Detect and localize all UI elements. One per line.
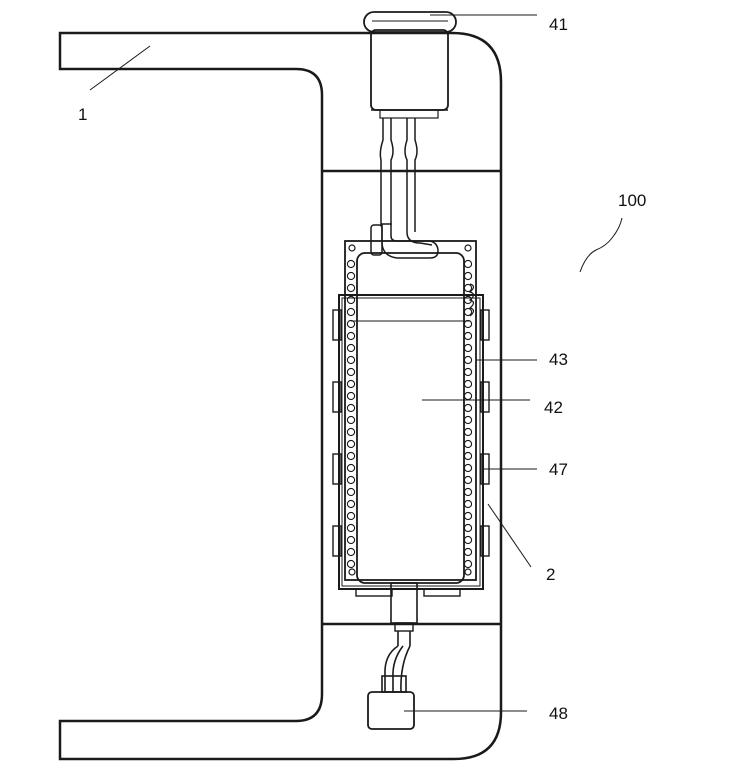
- coil-winding: [463, 259, 473, 269]
- coil-winding: [346, 559, 356, 569]
- coil-winding: [346, 511, 356, 521]
- coil-winding: [463, 511, 473, 521]
- coil-winding: [463, 523, 473, 533]
- wire-terminal: [370, 223, 475, 317]
- label-assembly: 100: [618, 191, 646, 210]
- coil-winding: [346, 319, 356, 329]
- coil-winding: [463, 547, 473, 557]
- label-tube: 43: [549, 350, 568, 369]
- coil-winding: [463, 559, 473, 569]
- coil-winding: [346, 451, 356, 461]
- coil-winding: [346, 355, 356, 365]
- coil-winding: [463, 331, 473, 341]
- coil-winding: [463, 307, 473, 317]
- coil-winding: [346, 391, 356, 401]
- coil-winding: [346, 295, 356, 305]
- coil-winding: [463, 463, 473, 473]
- coil-winding: [463, 415, 473, 425]
- label-base-unit: 48: [549, 704, 568, 723]
- coil-winding: [463, 283, 473, 293]
- coil-winding: [463, 403, 473, 413]
- bottom-connector: [384, 582, 418, 693]
- coil-winding: [463, 343, 473, 353]
- base-unit-48: [367, 675, 415, 730]
- core-42: [356, 252, 465, 584]
- coil-winding: [346, 523, 356, 533]
- coil-winding: [463, 367, 473, 377]
- coil-winding: [346, 499, 356, 509]
- coil-winding: [346, 487, 356, 497]
- coil-winding: [346, 307, 356, 317]
- coil-winding: [346, 463, 356, 473]
- coil-winding: [346, 343, 356, 353]
- tube-43: [344, 240, 477, 581]
- coil-winding: [463, 499, 473, 509]
- coil-winding: [346, 379, 356, 389]
- coil-winding: [463, 451, 473, 461]
- coil-winding: [346, 403, 356, 413]
- coil-winding: [346, 367, 356, 377]
- coil-winding: [346, 415, 356, 425]
- coil-winding: [346, 427, 356, 437]
- coil-winding: [463, 271, 473, 281]
- coil-winding: [463, 439, 473, 449]
- label-clip: 47: [549, 460, 568, 479]
- label-core: 42: [544, 398, 563, 417]
- housing-2: [332, 294, 490, 597]
- c-frame: [58, 31, 503, 761]
- coil-winding: [346, 475, 356, 485]
- coil-winding: [463, 487, 473, 497]
- coil-winding: [346, 439, 356, 449]
- coil-winding: [463, 355, 473, 365]
- label-frame: 1: [78, 105, 87, 124]
- coil-winding: [346, 535, 356, 545]
- coil-winding: [463, 391, 473, 401]
- cap-41: [363, 11, 457, 119]
- coil-winding: [463, 475, 473, 485]
- upper-wires: [379, 118, 418, 232]
- label-cap: 41: [549, 15, 568, 34]
- coil-winding: [463, 535, 473, 545]
- coil-winding: [346, 283, 356, 293]
- coil-winding: [346, 271, 356, 281]
- coil-winding: [463, 427, 473, 437]
- coil-winding: [346, 547, 356, 557]
- coil-winding: [346, 259, 356, 269]
- coil-winding: [463, 379, 473, 389]
- label-housing: 2: [546, 565, 555, 584]
- coil-winding: [346, 331, 356, 341]
- leader-lines: [89, 14, 623, 712]
